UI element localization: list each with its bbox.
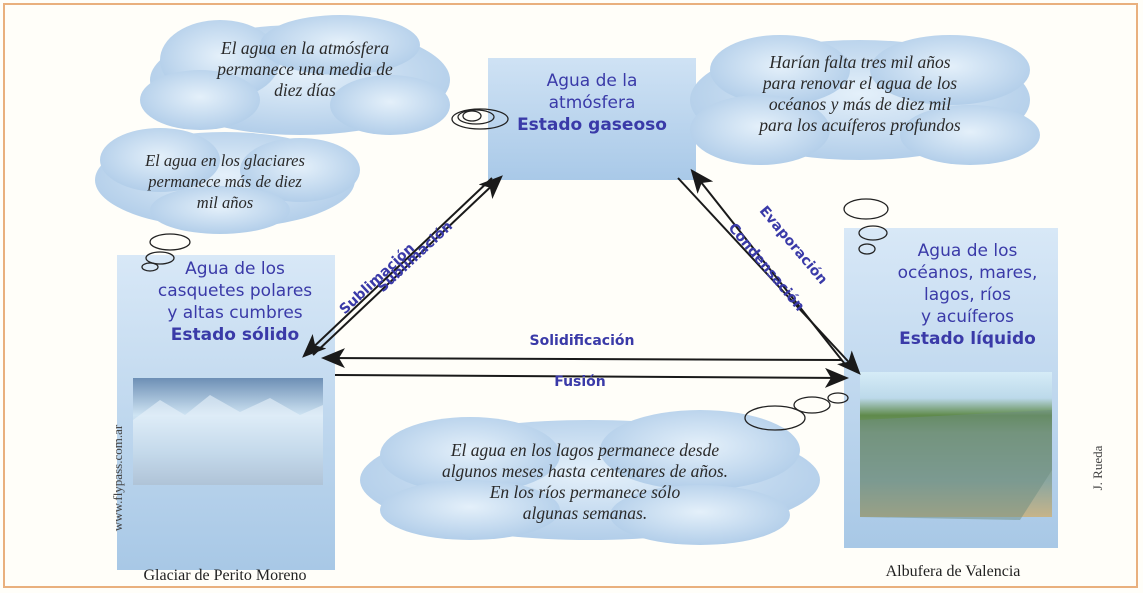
cloud-atmosphere-note (140, 15, 450, 135)
glacier-note-line: El agua en los glaciares (145, 151, 305, 170)
atmosphere-note-text: El agua en la atmósfera permanece una me… (160, 38, 450, 101)
glacier-note-text: El agua en los glaciares permanece más d… (100, 150, 350, 213)
cloud-ocean-note (690, 35, 1040, 165)
solid-label: Agua de los casquetes polares y altas cu… (140, 258, 330, 346)
liquid-line2: océanos, mares, (897, 263, 1038, 283)
atmosphere-note-line: permanece una media de (217, 59, 393, 79)
thought-bubbles (141, 108, 889, 431)
caption-left: Glaciar de Perito Moreno (143, 567, 307, 584)
atmosphere-note-line: diez días (274, 80, 336, 100)
atmosphere-state: Estado gaseoso (517, 115, 667, 135)
atmosphere-label: Agua de la atmósfera Estado gaseoso (488, 70, 696, 136)
lake-note-line: algunos meses hasta centenares de años. (441, 461, 729, 481)
lake-note-line: El agua en los lagos permanece desde (450, 440, 720, 460)
liquid-label: Agua de los océanos, mares, lagos, ríos … (880, 240, 1055, 350)
ocean-note-line: Harían falta tres mil años (769, 52, 951, 72)
liquid-state: Estado líquido (899, 329, 1036, 349)
atmosphere-panel (488, 58, 696, 180)
liquid-line3: lagos, ríos (924, 285, 1011, 305)
arrow-solidification (321, 348, 843, 369)
ocean-note-line: para renovar el agua de los (762, 73, 958, 93)
credit-right: J. Rueda (1090, 445, 1105, 491)
glacier-note-line: mil años (196, 193, 254, 212)
atmosphere-line2: atmósfera (548, 93, 636, 113)
arrow-fusion (334, 367, 849, 388)
solid-line2: casquetes polares (157, 281, 313, 301)
caption-right: Albufera de Valencia (885, 563, 1021, 580)
solid-state: Estado sólido (170, 325, 300, 345)
label-sublimation-up: Sublimación (337, 240, 418, 317)
label-solidification: Solidificación (530, 333, 635, 349)
cloud-glacier-note (95, 128, 360, 234)
atmosphere-note-line: El agua en la atmósfera (220, 38, 390, 58)
atmosphere-line1: Agua de la (546, 71, 638, 91)
arrow-evaporation (690, 168, 849, 369)
ocean-note-line: océanos y más de diez mil (768, 94, 952, 114)
cloud-lake-note (360, 410, 820, 545)
glacier-note-line: permanece más de diez (148, 172, 302, 191)
arrow-sublimation-down (302, 177, 493, 358)
solid-line3: y altas cumbres (167, 303, 303, 323)
lake-note-line: En los ríos permanece sólo (489, 482, 681, 502)
liquid-line1: Agua de los (917, 241, 1018, 261)
solid-line1: Agua de los (185, 259, 285, 279)
arrow-condensation (677, 177, 861, 375)
ocean-note-line: para los acuíferos profundos (759, 115, 961, 135)
ocean-note-text: Harían falta tres mil años para renovar … (710, 52, 1010, 136)
lake-note-line: algunas semanas. (522, 503, 648, 523)
frame-border (3, 3, 1138, 588)
credit-left: www.flypass.com.ar (110, 424, 125, 532)
arrow-sublimation-up (312, 175, 503, 356)
liquid-line4: y acuíferos (920, 307, 1015, 327)
label-fusion: Fusión (554, 374, 606, 390)
lake-note-text: El agua en los lagos permanece desde alg… (400, 440, 770, 524)
label-sublimation-down: Sublimación (375, 218, 456, 295)
